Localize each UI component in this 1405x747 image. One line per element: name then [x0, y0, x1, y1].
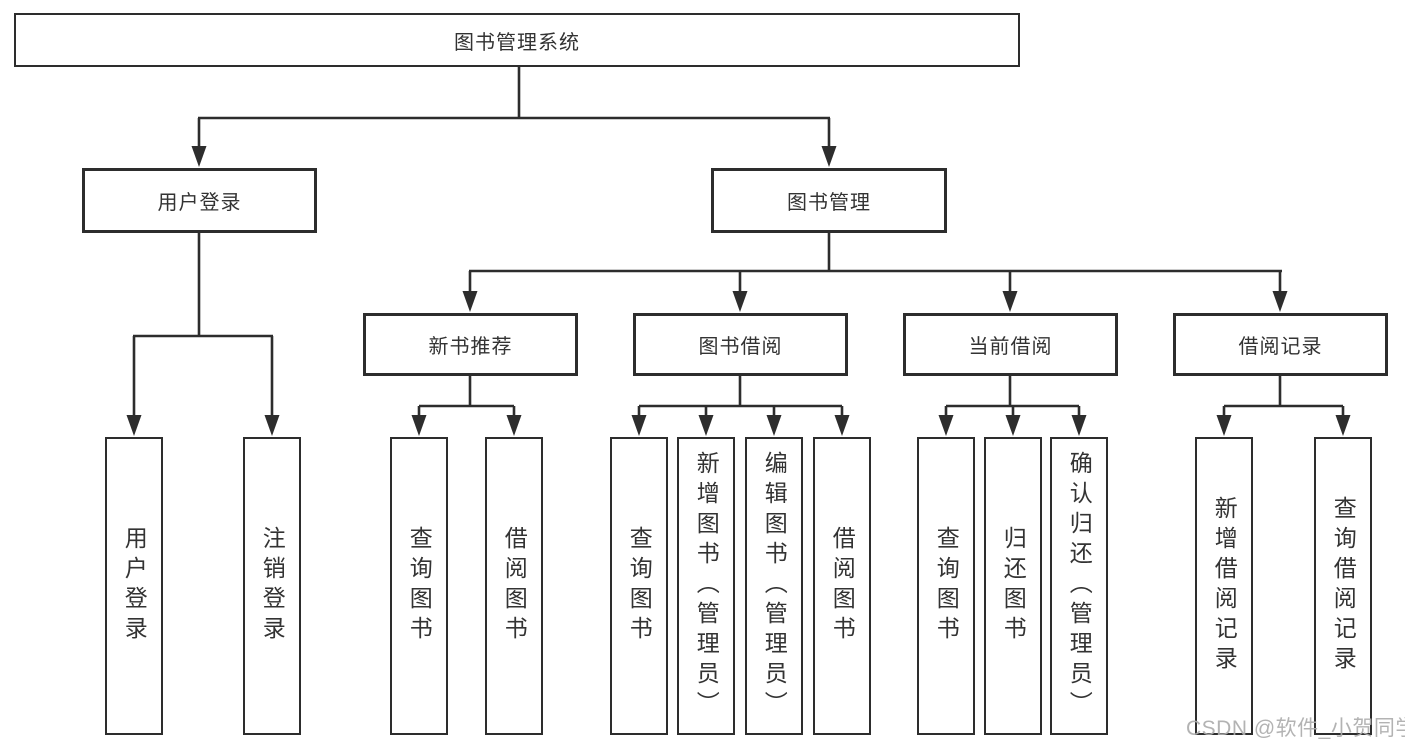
arrowhead-down-icon — [821, 146, 837, 167]
leaf-current-confirm-return-admin: 确认归还（管理员） — [1050, 437, 1108, 735]
arrowhead-down-icon — [462, 291, 478, 312]
arrowhead-down-icon — [126, 415, 142, 436]
node-new-book-recommend: 新书推荐 — [363, 313, 578, 376]
leaf-current-return-book: 归还图书 — [984, 437, 1042, 735]
node-borrow-records: 借阅记录 — [1173, 313, 1388, 376]
arrowhead-down-icon — [1002, 291, 1018, 312]
leaf-borrow-edit-book-admin: 编辑图书（管理员） — [745, 437, 803, 735]
leaf-borrow-add-book-admin: 新增图书（管理员） — [677, 437, 735, 735]
arrowhead-down-icon — [938, 415, 954, 436]
arrowhead-down-icon — [506, 415, 522, 436]
leaf-recommend-query-book: 查询图书 — [390, 437, 448, 735]
arrowhead-down-icon — [1071, 415, 1087, 436]
node-user-login: 用户登录 — [82, 168, 317, 233]
leaf-borrow-borrow-book: 借阅图书 — [813, 437, 871, 735]
arrowhead-down-icon — [732, 291, 748, 312]
arrowhead-down-icon — [1272, 291, 1288, 312]
leaf-records-add-record: 新增借阅记录 — [1195, 437, 1253, 735]
arrowhead-down-icon — [264, 415, 280, 436]
node-book-borrow: 图书借阅 — [633, 313, 848, 376]
arrowhead-down-icon — [834, 415, 850, 436]
arrowhead-down-icon — [698, 415, 714, 436]
node-root-library-system: 图书管理系统 — [14, 13, 1020, 67]
leaf-logout: 注销登录 — [243, 437, 301, 735]
node-current-borrow: 当前借阅 — [903, 313, 1118, 376]
leaf-borrow-query-book: 查询图书 — [610, 437, 668, 735]
arrowhead-down-icon — [631, 415, 647, 436]
arrowhead-down-icon — [1216, 415, 1232, 436]
arrowhead-down-icon — [1335, 415, 1351, 436]
leaf-recommend-borrow-book: 借阅图书 — [485, 437, 543, 735]
arrowhead-down-icon — [766, 415, 782, 436]
arrowhead-down-icon — [191, 146, 207, 167]
watermark-text: CSDN @软件_小贺同学 — [1186, 717, 1405, 740]
arrowhead-down-icon — [411, 415, 427, 436]
leaf-records-query-record: 查询借阅记录 — [1314, 437, 1372, 735]
node-book-management: 图书管理 — [711, 168, 947, 233]
leaf-user-login: 用户登录 — [105, 437, 163, 735]
arrowhead-down-icon — [1005, 415, 1021, 436]
leaf-current-query-book: 查询图书 — [917, 437, 975, 735]
